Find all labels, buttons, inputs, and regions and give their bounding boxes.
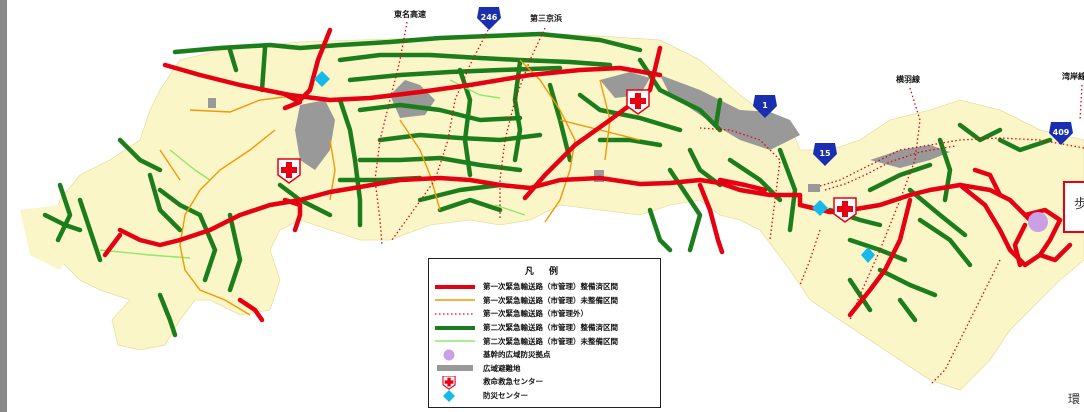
svg-text:409: 409 [1053, 128, 1070, 137]
secondary-roads [42, 31, 1053, 338]
primary-planned-roads [159, 59, 641, 316]
emergency-center-markers [277, 89, 857, 223]
legend-item: 救命救急センター [429, 375, 660, 390]
lightgreen-line-symbol [435, 335, 475, 347]
svg-text:246: 246 [481, 13, 498, 22]
land-area [770, 185, 840, 250]
legend-item: 第二次緊急輸送路（市管理）整備済区間 [429, 321, 660, 335]
legend-item: 広域避難地 [429, 362, 660, 376]
legend-item: 第一次緊急輸送路（市管理）未整備区間 [429, 294, 660, 308]
legend-item: 第一次緊急輸送路（市管理外） [429, 307, 660, 321]
map-legend: 凡 例 第一次緊急輸送路（市管理）整備済区間 第一次緊急輸送路（市管理）未整備区… [428, 258, 661, 408]
green-thick-line-symbol [435, 322, 475, 334]
route-shield-246: 246 [477, 7, 501, 30]
cropped-bottom-text: 環 [1068, 392, 1081, 406]
label-tomei: 東名高速 [394, 9, 426, 19]
legend-item: 防災センター [429, 389, 660, 403]
secondary-planned-roads [99, 79, 526, 259]
label-wangan: 湾岸線 [1062, 71, 1084, 81]
legend-title: 凡 例 [524, 267, 565, 277]
left-border-strip [0, 0, 7, 412]
cyan-diamond-symbol [435, 389, 475, 402]
legend-item: 第一次緊急輸送路（市管理）整備済区間 [429, 280, 660, 294]
cropped-annotation-text: 歩 [1074, 197, 1084, 212]
route-shield-409: 409 [1049, 122, 1073, 145]
primary-roads [102, 27, 1073, 323]
svg-text:1: 1 [762, 101, 768, 110]
svg-text:15: 15 [819, 149, 831, 158]
red-dotted-line-symbol [435, 308, 475, 320]
disaster-center-markers [314, 71, 875, 263]
red-cross-symbol [435, 375, 475, 390]
legend-item: 基幹的広域防災拠点 [429, 348, 660, 362]
cropped-annotation-box [1063, 181, 1084, 233]
orange-line-symbol [435, 294, 475, 306]
purple-circle-symbol [435, 349, 475, 361]
route-shield-1: 1 [753, 95, 777, 118]
base-disaster-point-marker [1028, 212, 1048, 232]
legend-item: 第二次緊急輸送路（市管理）未整備区間 [429, 334, 660, 348]
route-shield-15: 15 [813, 143, 837, 166]
red-thick-line-symbol [435, 281, 475, 293]
label-yokohane: 横羽線 [896, 74, 920, 84]
label-daisan-keihin: 第三京浜 [530, 13, 562, 23]
gray-bar-symbol [435, 362, 475, 374]
